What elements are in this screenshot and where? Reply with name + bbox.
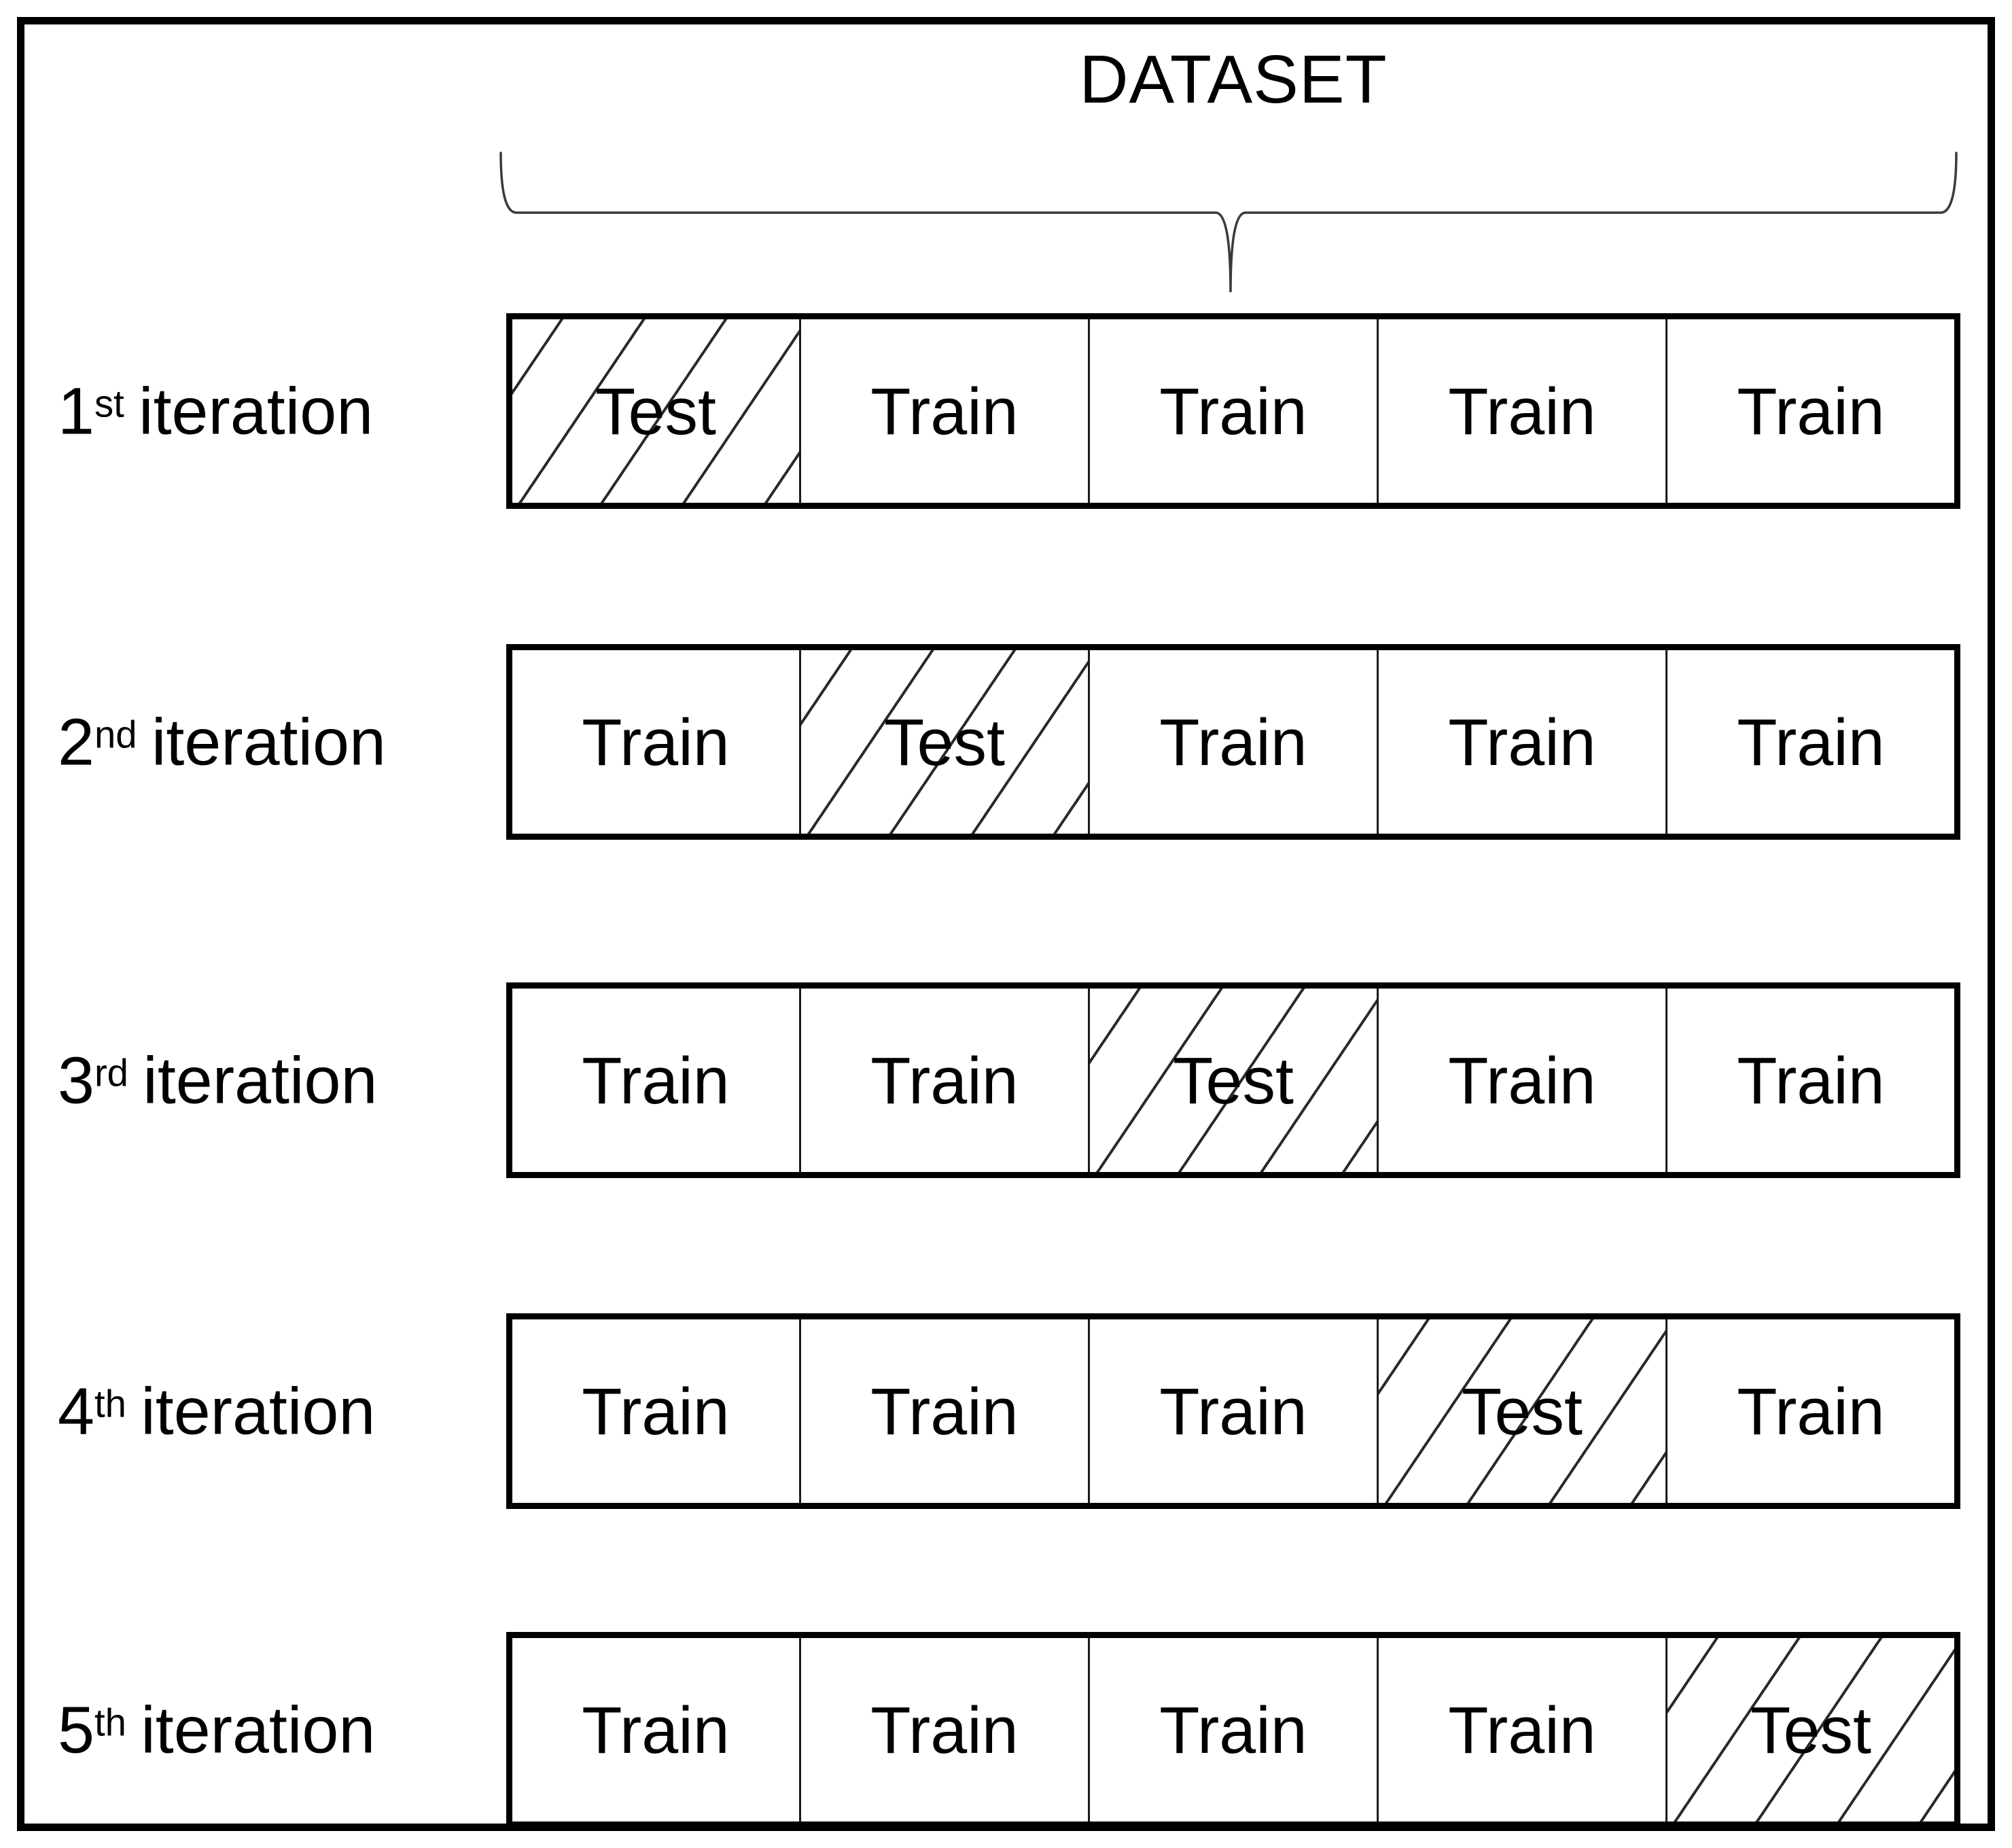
fold-cell: Train bbox=[1379, 319, 1667, 503]
fold-cell: Train bbox=[1090, 319, 1379, 503]
cell-label: Train bbox=[1159, 705, 1307, 779]
fold-cell: Train bbox=[801, 319, 1090, 503]
fold-cell: Train bbox=[1667, 989, 1954, 1172]
dataset-title: DATASET bbox=[1079, 41, 1388, 118]
fold-cell: Train bbox=[512, 989, 801, 1172]
fold-table: Train Train Train Train Test bbox=[506, 1632, 1960, 1828]
iteration-word: iteration bbox=[139, 374, 374, 448]
ordinal-suffix: th bbox=[94, 1382, 126, 1425]
fold-cell: Train bbox=[1090, 650, 1379, 834]
fold-cell: Train bbox=[801, 1319, 1090, 1503]
ordinal-suffix: th bbox=[94, 1701, 126, 1744]
fold-cell: Train bbox=[801, 1638, 1090, 1822]
ordinal-suffix: nd bbox=[94, 713, 137, 756]
cell-label: Test bbox=[1750, 1692, 1871, 1767]
cell-label: Train bbox=[1737, 1374, 1885, 1449]
fold-cell: Train bbox=[512, 650, 801, 834]
fold-cell: Test bbox=[1379, 1319, 1667, 1503]
cell-label: Train bbox=[1448, 374, 1596, 448]
iteration-word: iteration bbox=[141, 1374, 376, 1449]
fold-cell: Train bbox=[1090, 1638, 1379, 1822]
fold-cell: Train bbox=[801, 989, 1090, 1172]
iteration-ordinal: 4 bbox=[58, 1374, 94, 1449]
fold-cell: Test bbox=[801, 650, 1090, 834]
fold-table: Train Train Test Train Train bbox=[506, 982, 1960, 1178]
cell-label: Train bbox=[1737, 705, 1885, 779]
dataset-brace bbox=[499, 152, 1958, 293]
iteration-ordinal: 3 bbox=[58, 1043, 94, 1118]
cell-label: Train bbox=[870, 374, 1019, 448]
iteration-ordinal: 2 bbox=[58, 705, 94, 779]
iteration-word: iteration bbox=[151, 705, 386, 779]
fold-cell: Train bbox=[1379, 989, 1667, 1172]
fold-cell: Train bbox=[1667, 1319, 1954, 1503]
fold-cell: Train bbox=[512, 1319, 801, 1503]
cell-label: Train bbox=[1448, 705, 1596, 779]
fold-cell: Train bbox=[1667, 650, 1954, 834]
cell-label: Train bbox=[582, 1692, 730, 1767]
cell-label: Test bbox=[595, 374, 716, 448]
cell-label: Test bbox=[1173, 1043, 1294, 1118]
cell-label: Train bbox=[582, 1043, 730, 1118]
fold-cell: Test bbox=[1090, 989, 1379, 1172]
iteration-word: iteration bbox=[141, 1692, 376, 1767]
cell-label: Train bbox=[870, 1043, 1019, 1118]
cell-label: Train bbox=[1159, 1692, 1307, 1767]
fold-cell: Train bbox=[1379, 1638, 1667, 1822]
fold-cell: Train bbox=[1090, 1319, 1379, 1503]
cell-label: Train bbox=[1159, 1374, 1307, 1449]
iteration-word: iteration bbox=[143, 1043, 378, 1118]
fold-cell: Train bbox=[512, 1638, 801, 1822]
cell-label: Train bbox=[1737, 374, 1885, 448]
fold-cell: Test bbox=[512, 319, 801, 503]
ordinal-suffix: st bbox=[94, 382, 124, 425]
cell-label: Train bbox=[1159, 374, 1307, 448]
cell-label: Train bbox=[1448, 1043, 1596, 1118]
cell-label: Test bbox=[1462, 1374, 1583, 1449]
cell-label: Train bbox=[582, 705, 730, 779]
fold-table: Test Train Train Train Train bbox=[506, 313, 1960, 509]
cell-label: Train bbox=[870, 1692, 1019, 1767]
fold-table: Train Train Train Test Train bbox=[506, 1313, 1960, 1509]
cell-label: Train bbox=[582, 1374, 730, 1449]
iteration-ordinal: 1 bbox=[58, 374, 94, 448]
cell-label: Train bbox=[1448, 1692, 1596, 1767]
fold-table: Train Test Train Train Train bbox=[506, 644, 1960, 840]
ordinal-suffix: rd bbox=[94, 1051, 128, 1095]
cell-label: Train bbox=[870, 1374, 1019, 1449]
iteration-ordinal: 5 bbox=[58, 1692, 94, 1767]
fold-cell: Train bbox=[1379, 650, 1667, 834]
fold-cell: Test bbox=[1667, 1638, 1954, 1822]
fold-cell: Train bbox=[1667, 319, 1954, 503]
cell-label: Train bbox=[1737, 1043, 1885, 1118]
cell-label: Test bbox=[884, 705, 1005, 779]
